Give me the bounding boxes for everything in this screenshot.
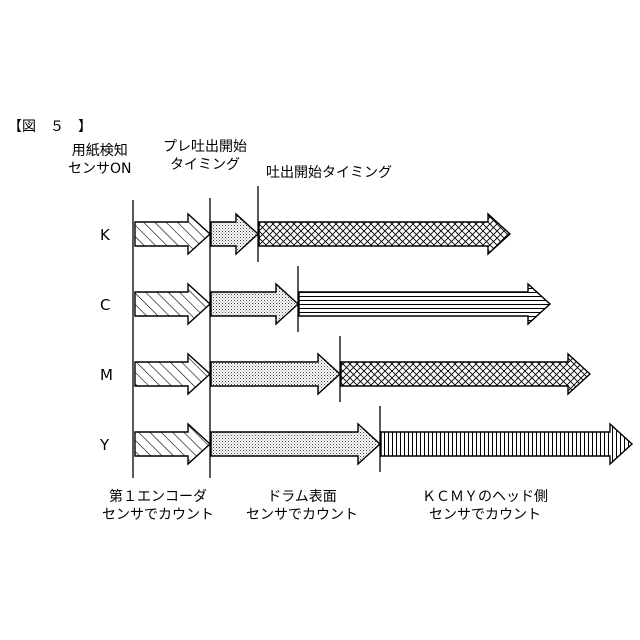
row-k-head-arrow	[259, 214, 510, 254]
row-c-encoder-arrow	[135, 284, 210, 324]
row-m-head-arrow	[341, 354, 590, 394]
row-c-drum-arrow	[211, 284, 298, 324]
row-c-head-arrow	[299, 284, 550, 324]
head-line1: ＫＣＭＹのヘッド側	[422, 488, 548, 506]
drum-count-label: ドラム表面 センサでカウント	[246, 488, 358, 524]
head-line2: センサでカウント	[422, 506, 548, 524]
row-y-encoder-arrow	[135, 424, 210, 464]
row-m-encoder-arrow	[135, 354, 210, 394]
row-k-encoder-arrow	[135, 214, 210, 254]
encoder-count-label: 第１エンコーダ センサでカウント	[102, 488, 214, 524]
row-m-drum-arrow	[211, 354, 340, 394]
head-count-label: ＫＣＭＹのヘッド側 センサでカウント	[422, 488, 548, 524]
row-y-head-arrow	[381, 424, 632, 464]
encoder-line2: センサでカウント	[102, 506, 214, 524]
row-y-drum-arrow	[211, 424, 380, 464]
drum-line1: ドラム表面	[246, 488, 358, 506]
encoder-line1: 第１エンコーダ	[102, 488, 214, 506]
row-k-drum-arrow	[211, 214, 258, 254]
drum-line2: センサでカウント	[246, 506, 358, 524]
